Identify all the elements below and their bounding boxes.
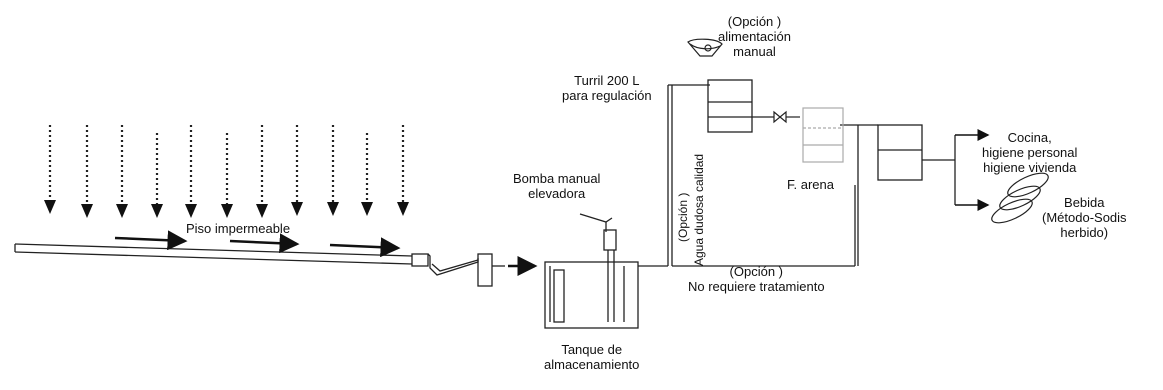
turril-200l [707, 79, 753, 133]
outlet-arrows [955, 129, 990, 211]
storage-tank [544, 250, 668, 329]
impermeable-floor [14, 243, 413, 265]
label-opcion-vertical: (Opción ) [676, 192, 690, 242]
text-line: (Método-Sodis [1042, 210, 1127, 225]
sodis-bottles [991, 172, 1049, 224]
label-agua-dudosa: Agua dudosa calidad [692, 153, 706, 266]
text-line: Turril 200 L [574, 73, 640, 88]
text-line: herbido) [1060, 225, 1109, 240]
text-line: elevadora [528, 186, 586, 201]
hand-pump [579, 213, 617, 251]
text-line: higiene vivienda [983, 160, 1077, 175]
label-piso-impermeable: Piso impermeable [186, 221, 291, 236]
rain-arrows [48, 125, 405, 208]
text-line: Tanque de [561, 342, 623, 357]
label-bebida: Bebida (Método-Sodis herbido) [1042, 195, 1127, 240]
first-flush-device [411, 253, 505, 287]
valve [752, 110, 800, 124]
label-cocina: Cocina, higiene personal higiene viviend… [982, 130, 1077, 175]
text-line: higiene personal [982, 145, 1078, 160]
sand-filter [802, 107, 844, 163]
manual-feed-bucket [687, 38, 723, 57]
floor-flow-arrows [114, 230, 538, 276]
label-opcion-alimentacion: (Opción ) alimentación manual [718, 14, 791, 59]
text-line: Cocina, [1007, 130, 1052, 145]
rain-arrowheads [44, 200, 409, 218]
text-line: No requiere tratamiento [688, 279, 825, 294]
text-line: para regulación [562, 88, 652, 103]
text-line: alimentación [718, 29, 791, 44]
label-filtro-arena: F. arena [787, 177, 834, 192]
text-line: (Opción ) [729, 264, 784, 279]
text-line: almacenamiento [544, 357, 640, 372]
label-tanque: Tanque de almacenamiento [544, 342, 639, 372]
text-line: Bebida [1064, 195, 1105, 210]
label-no-requiere: (Opción ) No requiere tratamiento [688, 264, 825, 294]
text-line: manual [733, 44, 776, 59]
label-bomba: Bomba manual elevadora [513, 171, 600, 201]
text-line: (Opción ) [727, 14, 782, 29]
text-line: Bomba manual [513, 171, 601, 186]
label-turril: Turril 200 L para regulación [562, 73, 652, 103]
clean-water-tank [877, 124, 923, 181]
pipe-network [667, 84, 956, 267]
